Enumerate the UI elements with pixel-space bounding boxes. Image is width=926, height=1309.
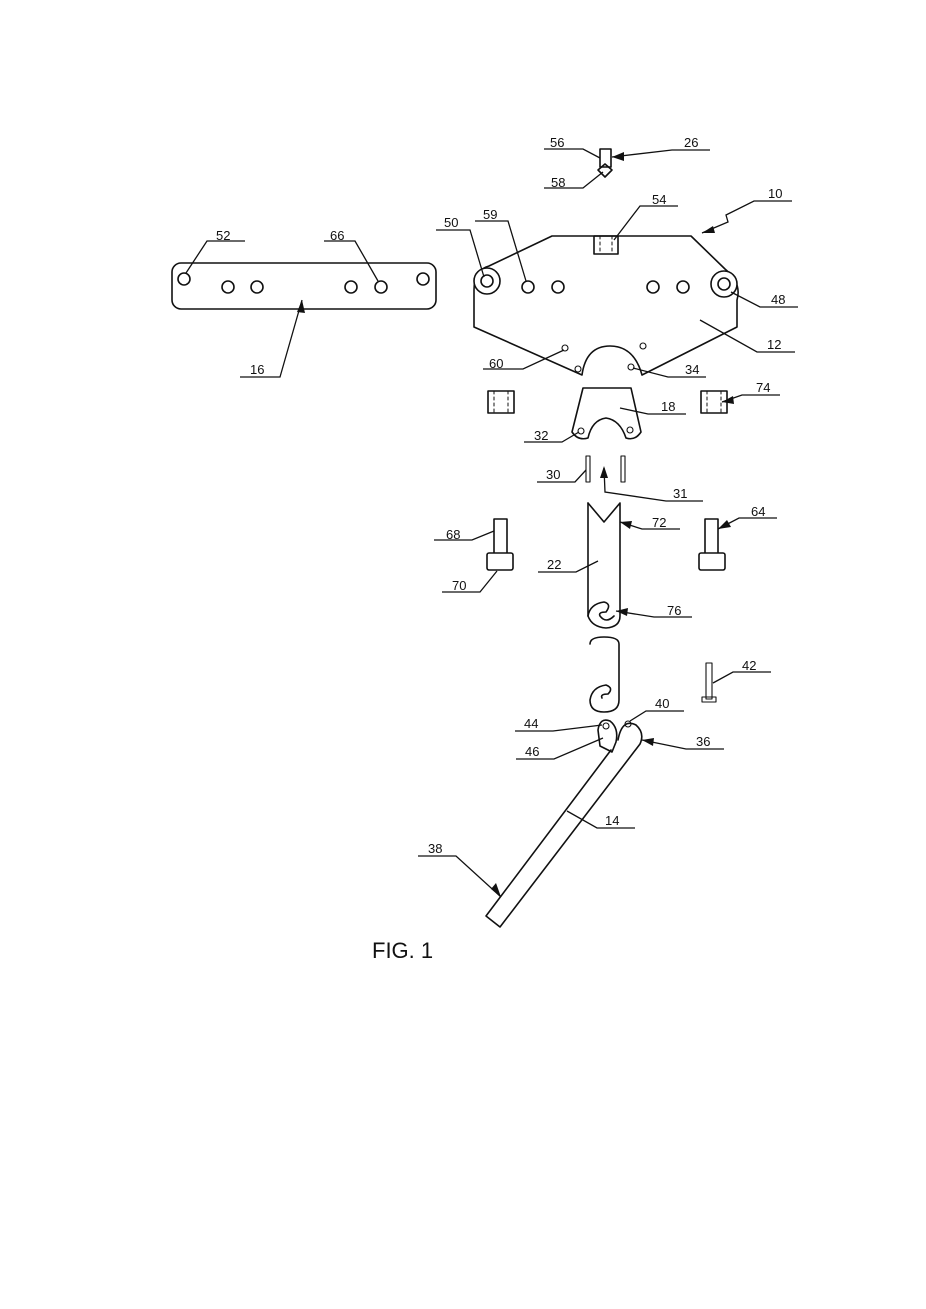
label-76: 76: [667, 603, 681, 618]
figure-caption: FIG. 1: [372, 938, 433, 963]
label-42: 42: [742, 658, 756, 673]
label-31: 31: [673, 486, 687, 501]
label-22: 22: [547, 557, 561, 572]
part-12-main-plate: [473, 235, 739, 376]
label-36: 36: [696, 734, 710, 749]
label-66: 66: [330, 228, 344, 243]
label-18: 18: [661, 399, 675, 414]
label-16: 16: [250, 362, 264, 377]
label-60: 60: [489, 356, 503, 371]
label-32: 32: [534, 428, 548, 443]
label-68: 68: [446, 527, 460, 542]
label-34: 34: [685, 362, 699, 377]
label-58: 58: [551, 175, 565, 190]
label-12: 12: [767, 337, 781, 352]
label-70: 70: [452, 578, 466, 593]
part-64-bolt: [698, 518, 726, 571]
part-16-bar: [171, 262, 437, 310]
label-46: 46: [525, 744, 539, 759]
reference-numerals: 10 12 14 16 18 22 26 30 31 32 34 36 38 4…: [216, 135, 785, 856]
part-18-yoke: [571, 387, 642, 440]
leader-lines: [185, 148, 798, 898]
lower-hook-piece: [589, 636, 620, 713]
part-26-key: [597, 148, 613, 178]
label-56: 56: [550, 135, 564, 150]
label-14: 14: [605, 813, 619, 828]
label-26: 26: [684, 135, 698, 150]
part-14-handle: [485, 719, 643, 928]
label-64: 64: [751, 504, 765, 519]
part-74-blocks: [487, 390, 728, 414]
label-48: 48: [771, 292, 785, 307]
label-38: 38: [428, 841, 442, 856]
part-68-70-bolt: [486, 518, 514, 571]
label-52: 52: [216, 228, 230, 243]
label-72: 72: [652, 515, 666, 530]
part-22-blade: [587, 502, 621, 629]
part-30-31-pins: [585, 455, 626, 483]
label-50: 50: [444, 215, 458, 230]
label-10: 10: [768, 186, 782, 201]
part-42-pin: [701, 662, 717, 703]
label-30: 30: [546, 467, 560, 482]
label-44: 44: [524, 716, 538, 731]
label-59: 59: [483, 207, 497, 222]
label-74: 74: [756, 380, 770, 395]
label-54: 54: [652, 192, 666, 207]
label-40: 40: [655, 696, 669, 711]
